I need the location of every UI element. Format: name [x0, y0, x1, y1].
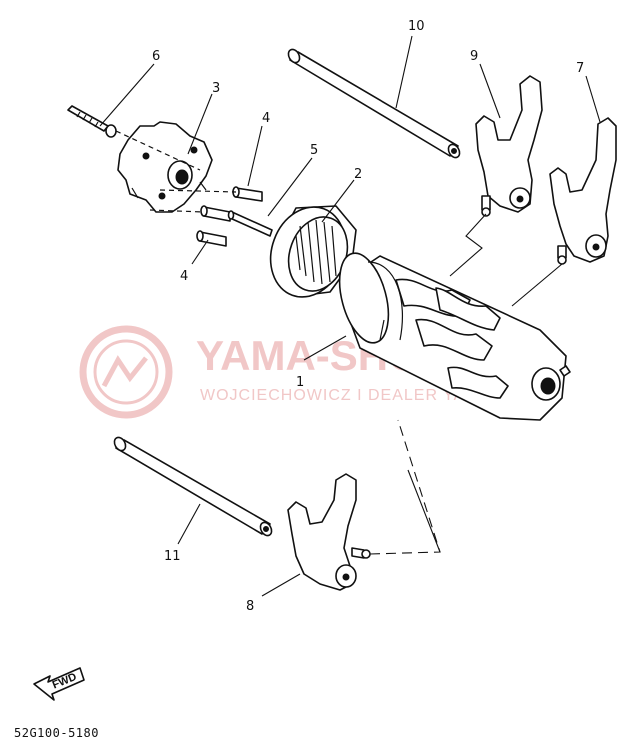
callout-5: 5: [310, 143, 318, 158]
assembly-lines: [115, 130, 237, 213]
callout-11: 11: [164, 549, 181, 564]
callout-8: 8: [246, 599, 254, 614]
callout-6: 6: [152, 49, 160, 64]
fork-drum-leaders: [449, 213, 563, 307]
part-4-pin-middle: [200, 205, 231, 222]
callout-leaders: [99, 35, 601, 597]
part-9-shift-fork: [475, 75, 543, 217]
watermark-sub-text: WOJCIECHOWICZ I DEALER YAMAHA: [200, 387, 516, 404]
part-4-pin-upper: [232, 186, 263, 202]
callout-3: 3: [212, 81, 220, 96]
part-4-pin-lower: [196, 230, 227, 247]
part-5-long-pin: [227, 210, 273, 237]
part-10-fork-shaft: [287, 48, 461, 159]
part-1-shift-drum: [338, 252, 571, 421]
callout-4-lower: 4: [180, 269, 188, 284]
part-11-fork-shaft: [113, 436, 273, 537]
callout-7: 7: [576, 61, 584, 76]
callout-9: 9: [470, 49, 478, 64]
callout-10: 10: [408, 19, 425, 34]
figure-code: 52G100-5180: [14, 726, 99, 740]
part-6-bolt: [67, 105, 117, 138]
watermark-logo-icon: [79, 325, 173, 419]
callout-1: 1: [296, 375, 304, 390]
part-3-shift-drum-segment: [117, 121, 213, 213]
callout-2: 2: [354, 167, 362, 182]
part-7-shift-fork: [549, 117, 617, 265]
fwd-direction-arrow-icon: FWD: [33, 667, 85, 701]
lower-fork-leader: [369, 419, 441, 555]
callout-4-upper: 4: [262, 111, 270, 126]
part-8-shift-fork: [287, 473, 371, 591]
callout-labels: 1 2 3 4 4 5 6 7 8 9 10 11: [152, 19, 584, 614]
